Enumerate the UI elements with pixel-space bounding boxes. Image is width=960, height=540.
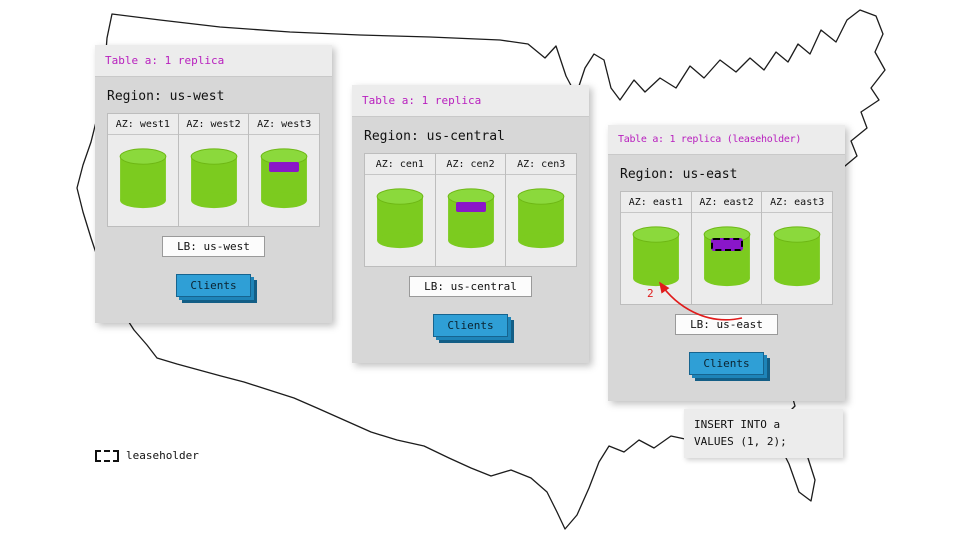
az-label: AZ: west1 <box>108 114 178 135</box>
az-column: AZ: cen2 <box>435 154 507 266</box>
database-node <box>365 187 435 250</box>
load-balancer-box: LB: us-central <box>409 276 532 297</box>
az-column: AZ: west3 <box>249 114 320 226</box>
replica-marker <box>455 202 486 212</box>
database-node <box>249 147 319 210</box>
database-cylinder-icon <box>447 188 494 249</box>
leaseholder-swatch-icon <box>95 449 119 462</box>
region-panel-us-east: Table a: 1 replica (leaseholder) Region:… <box>608 125 845 401</box>
az-column: AZ: west1 <box>108 114 179 226</box>
az-column: AZ: east3 <box>762 192 833 304</box>
database-cylinder-icon <box>376 188 424 249</box>
leaseholder-legend: leaseholder <box>95 449 199 462</box>
clients-box: Clients <box>689 352 764 375</box>
write-step-annotation: 2 <box>647 287 654 300</box>
az-column: AZ: west2 <box>178 114 250 226</box>
database-node <box>762 225 832 288</box>
database-cylinder-icon <box>260 148 308 209</box>
region-panel-us-central: Table a: 1 replica Region: us-central AZ… <box>352 85 589 363</box>
az-label: AZ: east3 <box>762 192 833 213</box>
load-balancer-box: LB: us-east <box>675 314 778 335</box>
database-node <box>506 187 576 250</box>
query-line: VALUES (1, 2); <box>694 434 787 448</box>
database-cylinder-icon <box>703 226 750 287</box>
database-cylinder-icon <box>517 188 565 249</box>
database-cylinder-icon <box>190 148 237 209</box>
database-cylinder-icon <box>773 226 821 287</box>
load-balancer-box: LB: us-west <box>162 236 265 257</box>
clients-box: Clients <box>433 314 508 337</box>
az-column: AZ: cen1 <box>365 154 436 266</box>
replica-marker <box>269 162 300 172</box>
legend-label: leaseholder <box>126 449 199 462</box>
az-label: AZ: cen3 <box>506 154 577 175</box>
database-cylinder-icon <box>632 226 680 287</box>
az-label: AZ: west2 <box>178 114 249 135</box>
clients-box: Clients <box>176 274 251 297</box>
database-node <box>179 147 249 210</box>
insert-query-box: INSERT INTO a VALUES (1, 2); <box>684 409 843 458</box>
az-label: AZ: cen1 <box>365 154 435 175</box>
az-label: AZ: west3 <box>249 114 320 135</box>
database-node <box>692 225 762 288</box>
az-label: AZ: cen2 <box>435 154 506 175</box>
database-node <box>108 147 178 210</box>
az-column: AZ: cen3 <box>506 154 577 266</box>
table-label: Table a: 1 replica <box>95 45 332 77</box>
region-title: Region: us-east <box>620 167 738 182</box>
az-column: AZ: east1 <box>621 192 692 304</box>
database-cylinder-icon <box>119 148 167 209</box>
az-box: AZ: cen1 AZ: cen2 <box>364 153 577 267</box>
az-box: AZ: west1 AZ: west2 <box>107 113 320 227</box>
leaseholder-marker <box>710 238 743 251</box>
region-title: Region: us-central <box>364 129 505 144</box>
az-label: AZ: east2 <box>691 192 762 213</box>
region-title: Region: us-west <box>107 89 225 104</box>
table-label: Table a: 1 replica <box>352 85 589 117</box>
database-node <box>436 187 506 250</box>
az-column: AZ: east2 <box>691 192 763 304</box>
region-panel-us-west: Table a: 1 replica Region: us-west AZ: w… <box>95 45 332 323</box>
table-label: Table a: 1 replica (leaseholder) <box>608 125 845 155</box>
query-line: INSERT INTO a <box>694 418 781 431</box>
database-node <box>621 225 691 288</box>
az-label: AZ: east1 <box>621 192 691 213</box>
